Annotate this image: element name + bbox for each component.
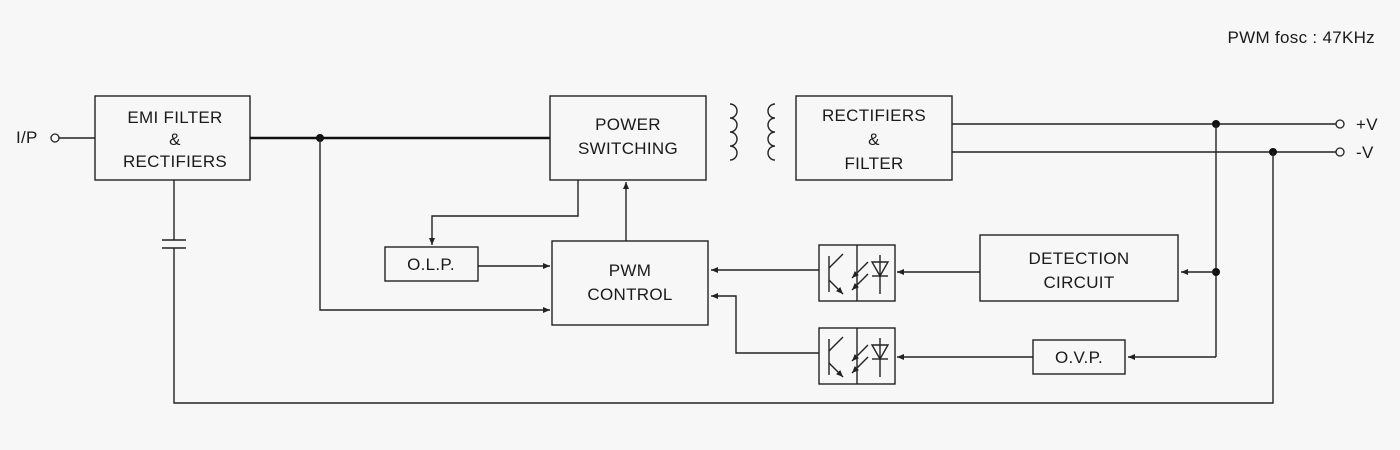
ground-return-wire [173,152,1274,404]
emi-filter-line2: & [169,130,181,149]
transformer-icon [729,103,776,161]
input-terminal [50,133,60,143]
output-rectifiers-block [795,95,953,181]
ovp-block [1032,339,1126,375]
switch-to-olp-wire [429,180,579,245]
detection-circuit-block [979,234,1179,302]
pwm-control-line2: CONTROL [587,285,672,304]
output-rectifiers-line3: FILTER [844,154,903,173]
olp-block [384,246,479,282]
detection-line2: CIRCUIT [1043,273,1114,292]
power-switching-block [549,95,707,181]
optocoupler-icon [818,244,896,302]
pwm-control-block [551,240,709,326]
power-switching-line2: SWITCHING [578,139,678,158]
opto2-to-pwm-wire [711,293,819,354]
ovp-label: O.V.P. [1055,348,1103,367]
emi-filter-block [94,95,251,181]
negative-terminal-label: -V [1356,143,1374,162]
input-terminal-label: I/P [16,128,38,147]
olp-label: O.L.P. [407,255,455,274]
power-switching-line1: POWER [595,115,661,134]
emi-filter-line1: EMI FILTER [127,108,222,127]
pwm-control-line1: PWM [609,261,651,280]
bus-to-pwm-wire [319,138,550,313]
positive-terminal [1335,119,1345,129]
output-rectifiers-line1: RECTIFIERS [822,106,926,125]
positive-terminal-label: +V [1356,115,1378,134]
output-rectifiers-line2: & [868,130,880,149]
negative-terminal [1335,147,1345,157]
emi-filter-line3: RECTIFIERS [123,152,227,171]
detection-line1: DETECTION [1029,249,1130,268]
capacitor-icon [162,239,186,249]
optocoupler-icon [818,327,896,385]
frequency-label: PWM fosc : 47KHz [1228,28,1375,47]
